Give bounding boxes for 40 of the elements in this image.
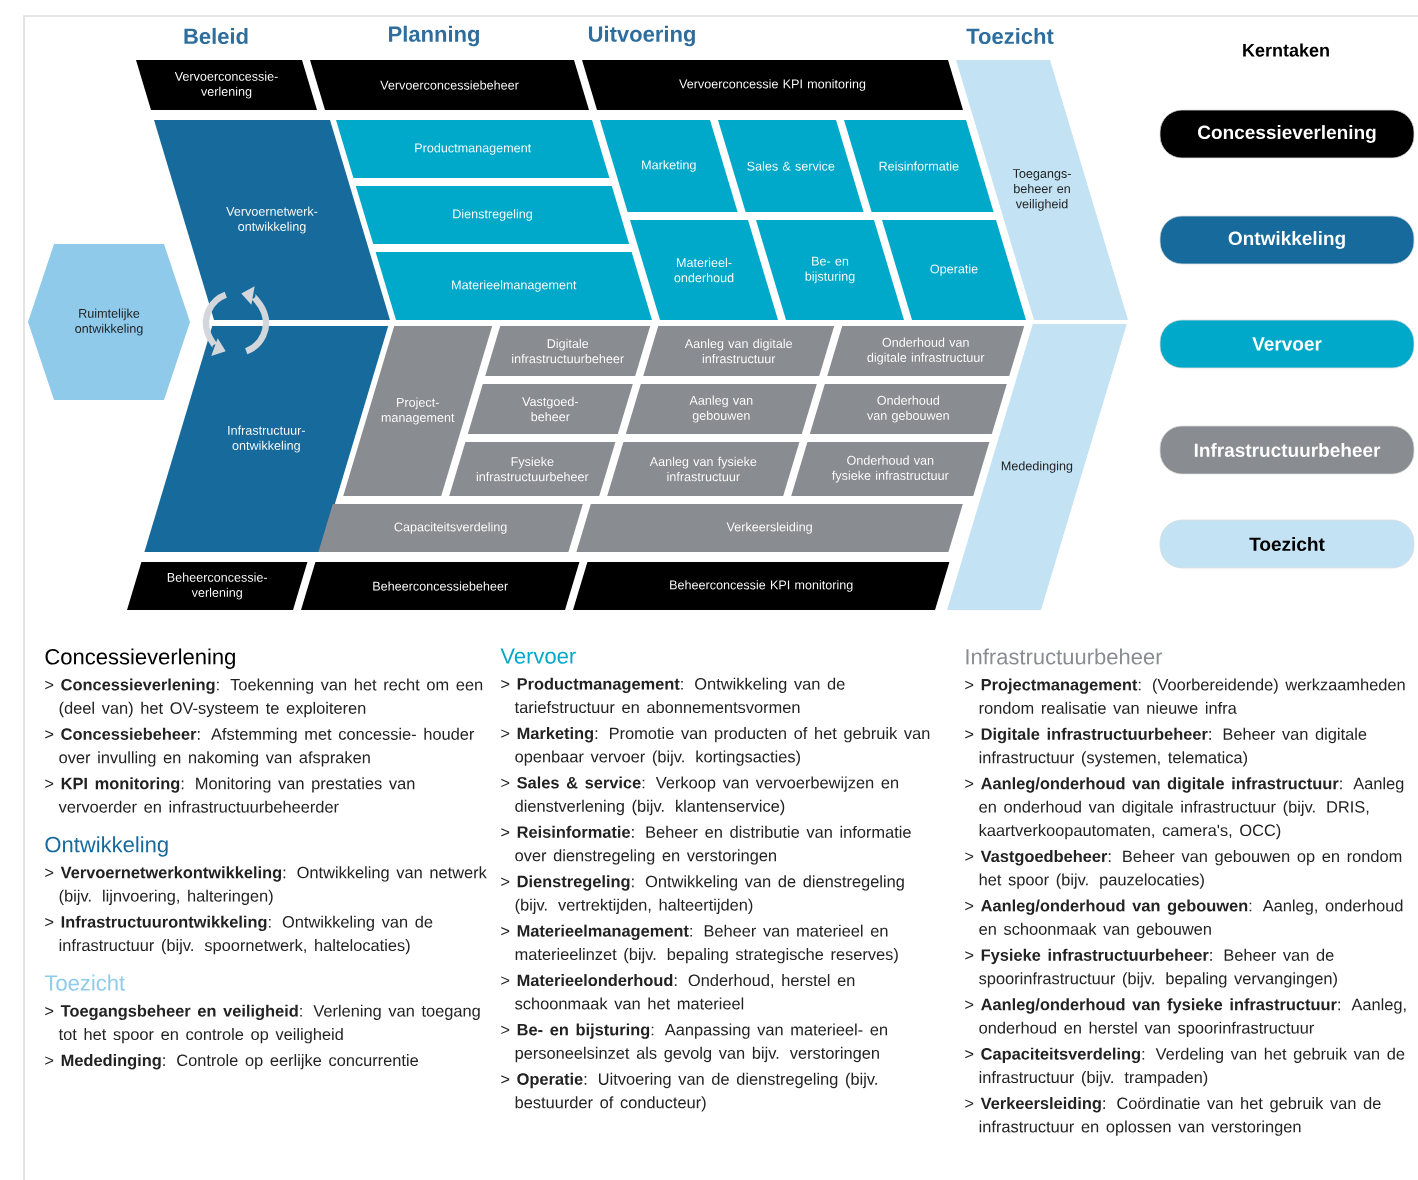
section-heading: Infrastructuurbeheer	[966, 648, 1163, 665]
legend-pill: Concessieverlening	[1159, 109, 1415, 159]
bullet-text: > Verkeersleiding: Coördinatie van het gebruik van de infrastructuur en oplossen van verstoringen	[965, 1097, 1381, 1136]
bullet-text: > Infrastructuurontwikkeling: Ontwikkeling van de infrastructuur (bijv. spoornetwerk, haltelocaties)	[45, 915, 433, 955]
bullet-text: > Vastgoedbeheer: Beheer van gebouwen op en rondom het spoor (bijv. pauzelocaties)	[965, 850, 1402, 889]
legend-pill: Infrastructuurbeheer	[1159, 425, 1415, 475]
section-heading: Toezicht	[44, 974, 125, 991]
bullet-text: > Aanleg/onderhoud van gebouwen: Aanleg, onderhoud en schoonmaak van gebouwen	[965, 899, 1403, 939]
column-header: Toezicht	[966, 27, 1054, 45]
bullet-text: > Concessieverlening: Toekenning van het recht om een (deel van) het OV-systeem te exploiteren	[45, 678, 483, 718]
bullet-text: > Capaciteitsverdeling: Verdeling van het gebruik van de infrastructuur (bijv. trampaden)	[965, 1047, 1405, 1087]
bullet-text: > Operatie: Uitvoering van de dienstregeling (bijv. bestuurder of conducteur)	[501, 1072, 877, 1112]
bullet-text: > Toegangsbeheer en veiligheid: Verlening van toegang tot het spoor en controle op veiligheid	[45, 1004, 480, 1044]
bullet-text: > Sales & service: Verkoop van vervoerbewijzen en dienstverlening (bijv. klantenservice)	[501, 776, 899, 816]
bullet-text: > Marketing: Promotie van producten of het gebruik van openbaar vervoer (bijv. kortingsacties)	[501, 727, 930, 766]
section-heading: Ontwikkeling	[45, 836, 168, 857]
cycle-arrow	[202, 291, 228, 356]
bullet-text: > Mededinging: Controle op eerlijke concurrentie	[45, 1054, 418, 1070]
bullet-text: > Productmanagement: Ontwikkeling van de tariefstructuur en abonnementsvormen	[501, 677, 845, 714]
bullet-text: > Be- en bijsturing: Aanpassing van materieel- en personeelsinzet als gevolg van bijv. verstoringen	[501, 1023, 887, 1063]
bullet-text: > Concessiebeheer: Afstemming met concessie- houder over invulling en nakoming van afspraken	[45, 727, 475, 767]
bullet-text: > Vervoernetwerkontwikkeling: Ontwikkeling van netwerk (bijv. lijnvoering, halteringen)	[45, 866, 487, 905]
legend-pill: Ontwikkeling	[1159, 215, 1415, 265]
legend-pill: Toezicht	[1159, 519, 1415, 569]
section-heading: Concessieverlening	[45, 648, 235, 669]
bullet-text: > Projectmanagement: (Voorbereidende) werkzaamheden rondom realisatie van nieuwe infra	[965, 678, 1405, 714]
bullet-text: > Fysieke infrastructuurbeheer: Beheer van de spoorinfrastructuur (bijv. bepaling vervangingen)	[965, 948, 1337, 988]
bullet-text: > Dienstregeling: Ontwikkeling van de dienstregeling (bijv. vertrektijden, halteertijden)	[501, 875, 904, 914]
column-header: Uitvoering	[588, 25, 695, 47]
bullet-text: > Reisinformatie: Beheer en distributie van informatie over dienstregeling en verstoringen	[501, 825, 911, 865]
column-header: Beleid	[184, 27, 248, 45]
bullet-text: > Materieelonderhoud: Onderhoud, herstel en schoonmaak van het materieel	[501, 974, 855, 1010]
legend-title: Kerntaken	[1243, 43, 1329, 57]
section-heading: Vervoer	[500, 648, 576, 664]
bullet-text: > Aanleg/onderhoud van digitale infrastructuur: Aanleg en onderhoud van digitale infrastructuur (bijv. DRIS, kaartverkoopautomaten, camera's, OCC)	[965, 777, 1404, 840]
bullet-text: > KPI monitoring: Monitoring van prestaties van vervoerder en infrastructuurbeheerder	[45, 777, 415, 813]
bullet-text: > Aanleg/onderhoud van fysieke infrastructuur: Aanleg, onderhoud en herstel van spoorinfrastructuur	[965, 998, 1406, 1037]
legend-pill: Vervoer	[1159, 319, 1415, 369]
bullet-text: > Materieelmanagement: Beheer van materieel en materieelinzet (bijv. bepaling strategische reserves)	[501, 924, 898, 964]
bullet-text: > Digitale infrastructuurbeheer: Beheer van digitale infrastructuur (systemen, telematica)	[965, 727, 1367, 767]
